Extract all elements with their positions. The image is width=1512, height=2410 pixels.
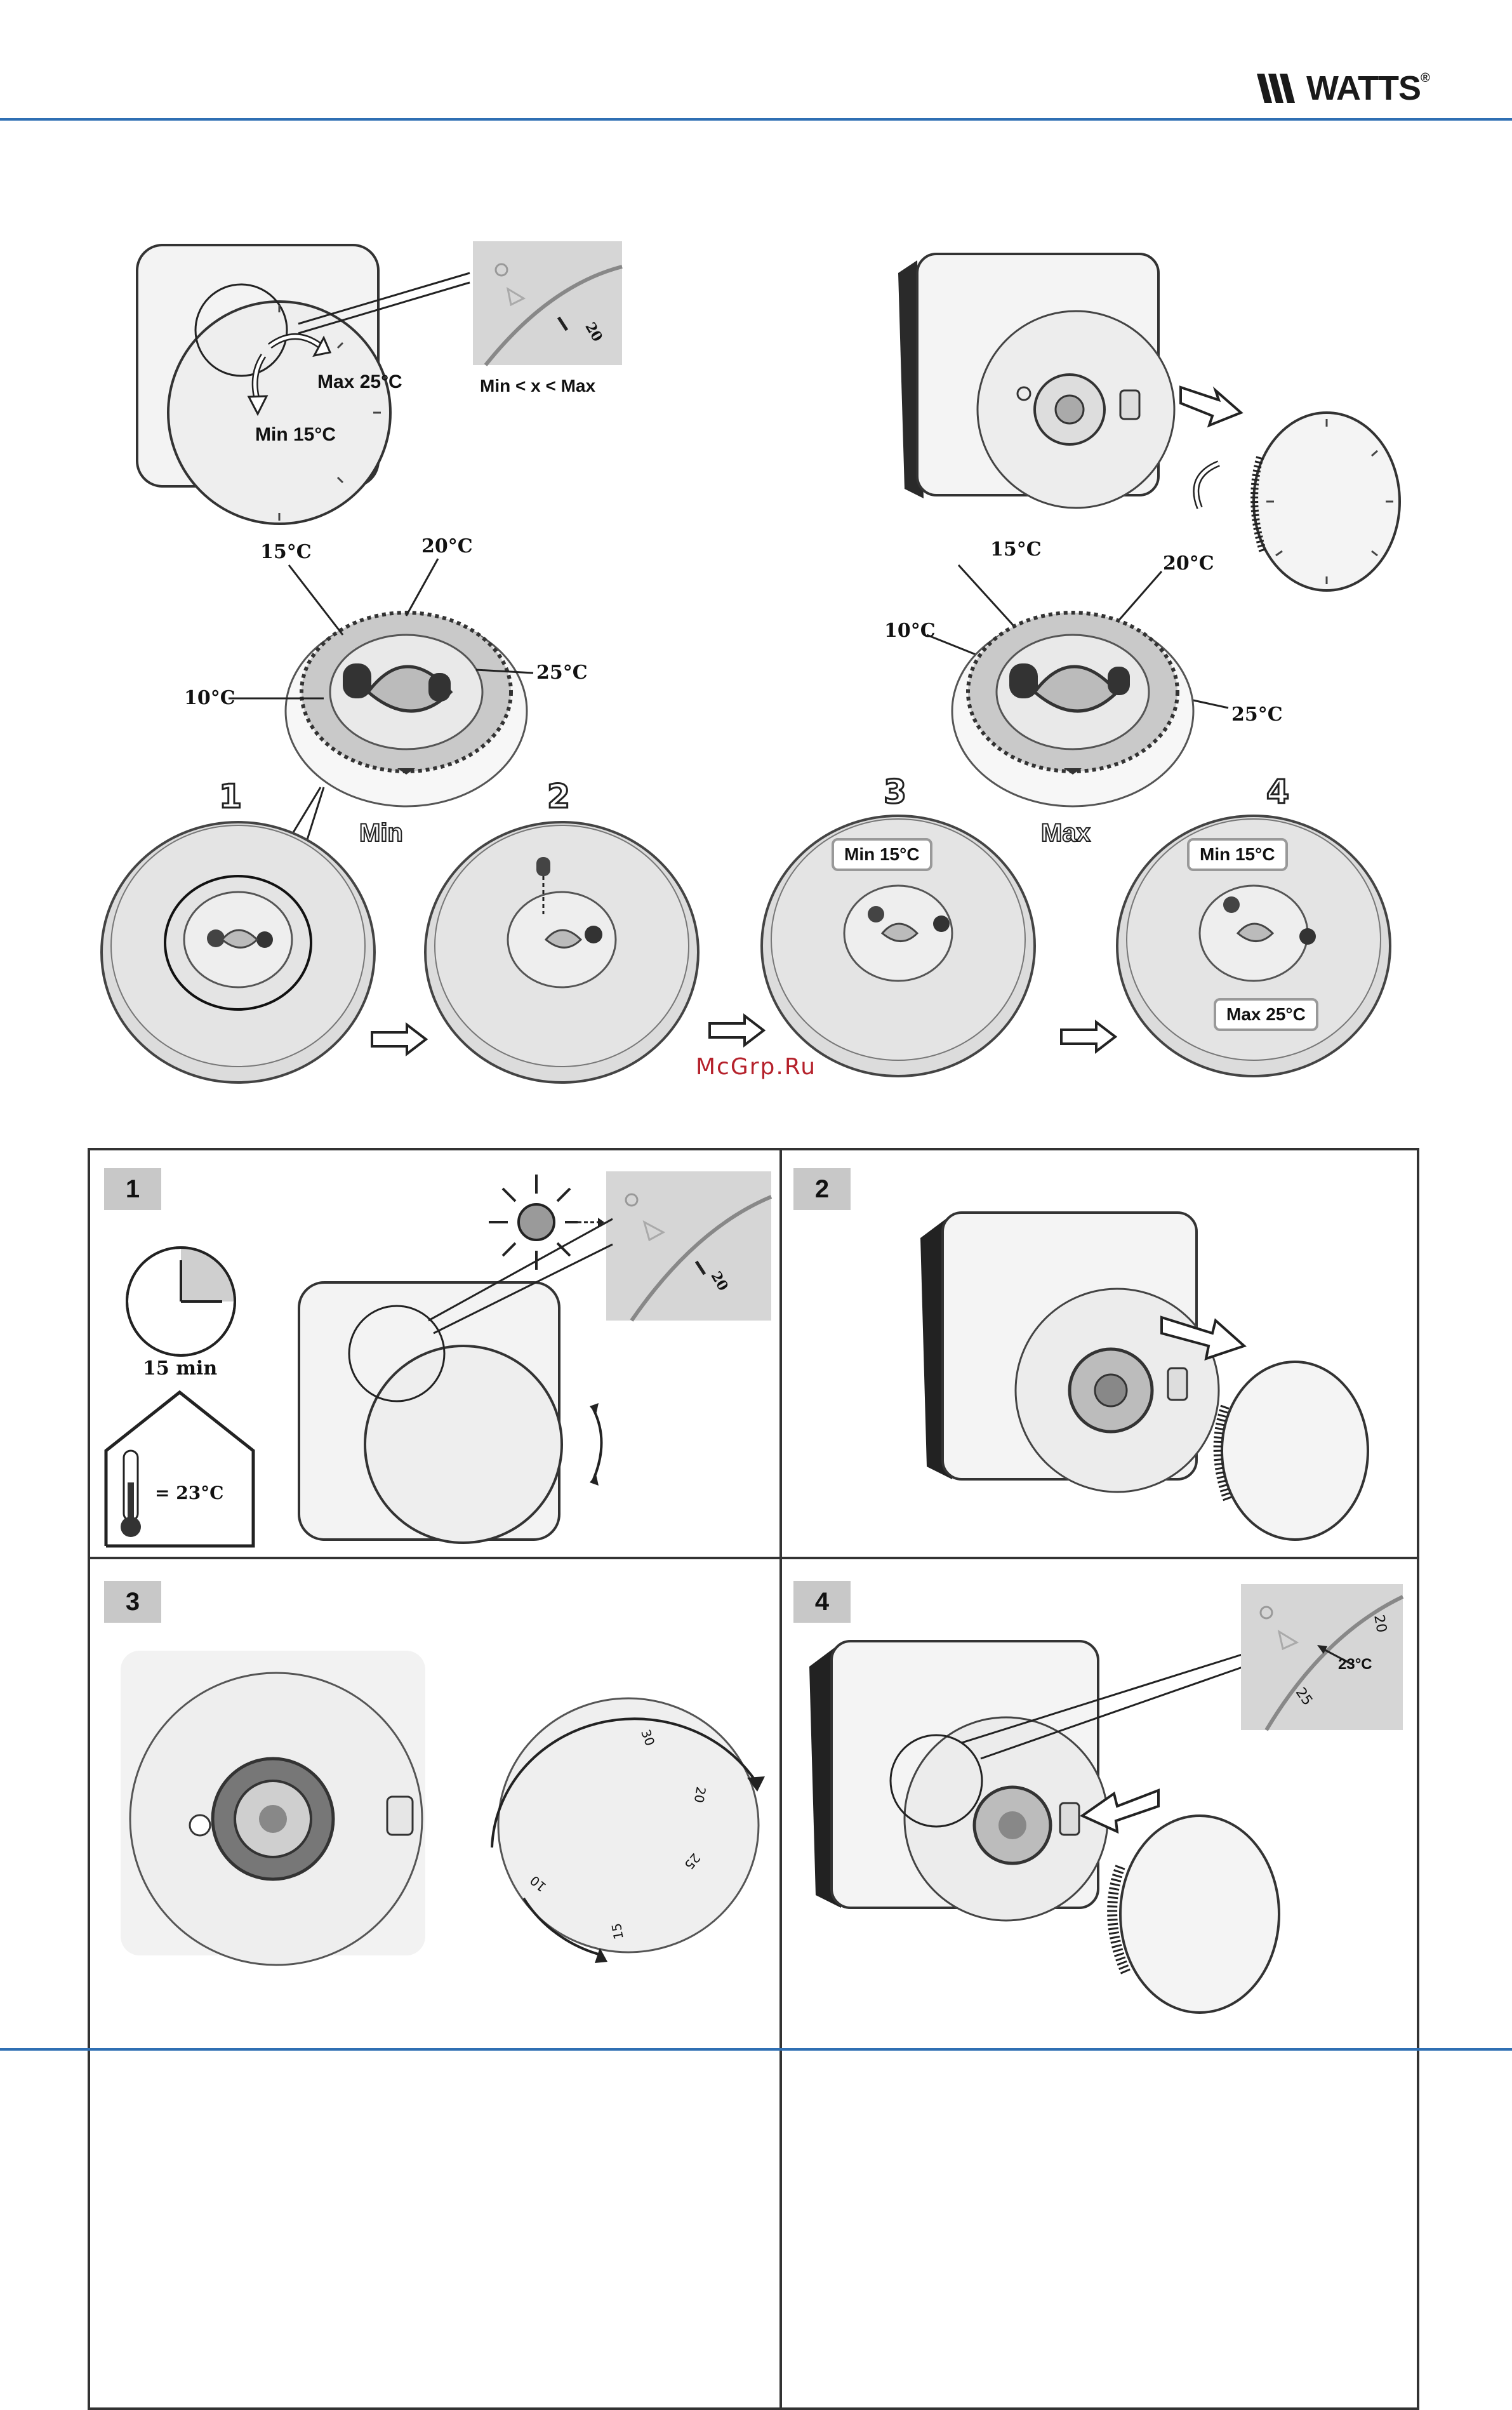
panel-4-pointer-label: 23°C [1338,1656,1372,1674]
panel-1-zoom-inset [606,1171,771,1321]
ring-min-leaders [0,0,1512,889]
sun-icon [482,1162,603,1282]
panel-1-time: 15 min [143,1357,217,1380]
panel-3-number: 3 [104,1581,161,1623]
ring-max-name: Max [1041,819,1091,848]
setpoint-ring-max [946,597,1200,813]
panel-2-number: 2 [793,1168,851,1210]
watermark: McGrp.Ru [696,1054,816,1080]
house-icon [98,1387,260,1552]
panel-1-number: 1 [104,1168,161,1210]
step-4-callout-min: Min 15°C [1187,838,1288,871]
ring-max-10: 10°C [884,620,936,642]
step-number-4: 4 [1266,773,1289,811]
ring-max-20: 20°C [1163,552,1214,575]
ring-max-25: 25°C [1231,703,1283,726]
next-arrow-icon [710,1015,767,1046]
clock-icon [124,1244,238,1359]
step-number-3: 3 [884,773,906,811]
step-3-callout: Min 15°C [832,838,932,871]
panel-2-knob [1209,1355,1374,1546]
step-1-disc [98,819,378,1086]
panel-3-base-closeup [121,1651,451,1955]
step-number-2: 2 [547,778,570,816]
panel-3-tick-20: 20 [691,1785,709,1804]
panel-4-zoom-tick-20: 20 [1370,1614,1389,1634]
next-arrow-icon [372,1023,429,1055]
step-2-disc [422,819,701,1086]
footer-rule [0,2048,1512,2051]
panel-2-thermostat [908,1200,1200,1492]
next-arrow-icon [1061,1021,1118,1053]
ring-max-15: 15°C [990,538,1042,561]
panel-3-dial-rotate [473,1689,784,1962]
panel-3-tick-15: 15 [609,1922,627,1940]
panel-4-knob [1101,1809,1285,2019]
panel-1-thermostat [295,1270,613,1543]
step-number-1: 1 [219,778,242,816]
panel-4-zoom-inset [1241,1584,1403,1730]
step-4-callout-max: Max 25°C [1214,998,1318,1031]
panel-4-thermostat [803,1616,1108,1921]
panel-1-room-temp: = 23°C [155,1482,223,1503]
